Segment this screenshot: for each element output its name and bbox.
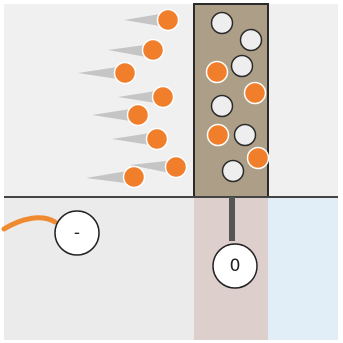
membrane-particles — [205, 11, 270, 183]
left-meter — [54, 210, 100, 256]
trail — [130, 160, 175, 174]
white-particle — [210, 11, 234, 35]
orange-particle — [151, 85, 175, 109]
meter-wire — [1, 215, 58, 232]
trail — [86, 170, 133, 184]
orange-particle — [141, 38, 165, 62]
white-particle — [230, 54, 254, 78]
trail — [118, 90, 162, 104]
right-chamber — [268, 197, 338, 340]
white-particle — [210, 94, 234, 118]
orange-particle — [243, 81, 267, 105]
left-meter-label: - — [74, 223, 80, 243]
motion-trails — [78, 13, 175, 184]
orange-particle — [156, 8, 180, 32]
orange-particle — [126, 103, 150, 127]
lower-chamber — [4, 197, 194, 340]
trail — [124, 13, 166, 27]
center-meter-label: 0 — [230, 256, 241, 276]
orange-particle — [246, 146, 270, 170]
center-meter — [212, 243, 258, 289]
orange-particle — [122, 165, 146, 189]
trail — [92, 108, 137, 122]
white-particle — [233, 123, 257, 147]
orange-particle — [113, 61, 137, 85]
orange-particle — [164, 155, 188, 179]
white-particle — [239, 28, 263, 52]
trail — [112, 132, 156, 146]
orange-particle — [145, 127, 169, 151]
orange-particle — [205, 60, 229, 84]
moving-particles — [113, 8, 188, 189]
orange-particle — [206, 123, 230, 147]
meter-stem — [229, 197, 235, 241]
trail — [108, 44, 152, 58]
trail — [78, 66, 124, 80]
white-particle — [221, 159, 245, 183]
